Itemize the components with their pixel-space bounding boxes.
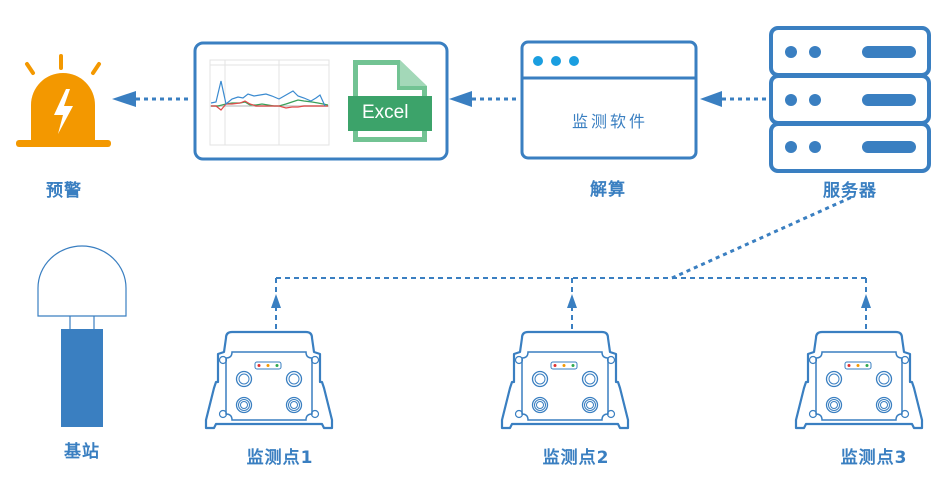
base-station-label: 基站: [64, 442, 100, 462]
uplink-network-lines: [271, 195, 871, 330]
flow-arrow-server-to-software: [700, 91, 768, 107]
excel-label: Excel: [362, 102, 409, 123]
server-label: 服务器: [823, 181, 877, 201]
monitor-label-1: 监测点1: [246, 448, 314, 468]
excel-file-icon: [348, 60, 432, 142]
alarm-siren-icon: [16, 54, 111, 147]
gnss-receiver-icon-2: [500, 330, 630, 430]
flow-arrow-software-to-report: [449, 91, 520, 107]
chart-series-red: [211, 100, 328, 111]
line-chart-thumbnail: [209, 59, 330, 146]
gnss-receiver-icon-3: [794, 330, 924, 430]
alarm-label: 预警: [46, 181, 82, 201]
software-label: 解算: [590, 180, 626, 200]
gnss-receiver-icon-1: [204, 330, 334, 430]
report-panel: [193, 41, 449, 161]
chart-series-blue: [210, 80, 326, 107]
software-inner-label: 监测软件: [571, 112, 648, 131]
flow-arrow-report-to-alarm: [112, 91, 192, 107]
gnss-antenna-icon: [37, 245, 127, 427]
monitor-label-3: 监测点3: [840, 448, 908, 468]
app-window-icon: [520, 40, 698, 160]
server-rack-icon: [769, 26, 931, 173]
monitor-label-2: 监测点2: [542, 448, 610, 468]
